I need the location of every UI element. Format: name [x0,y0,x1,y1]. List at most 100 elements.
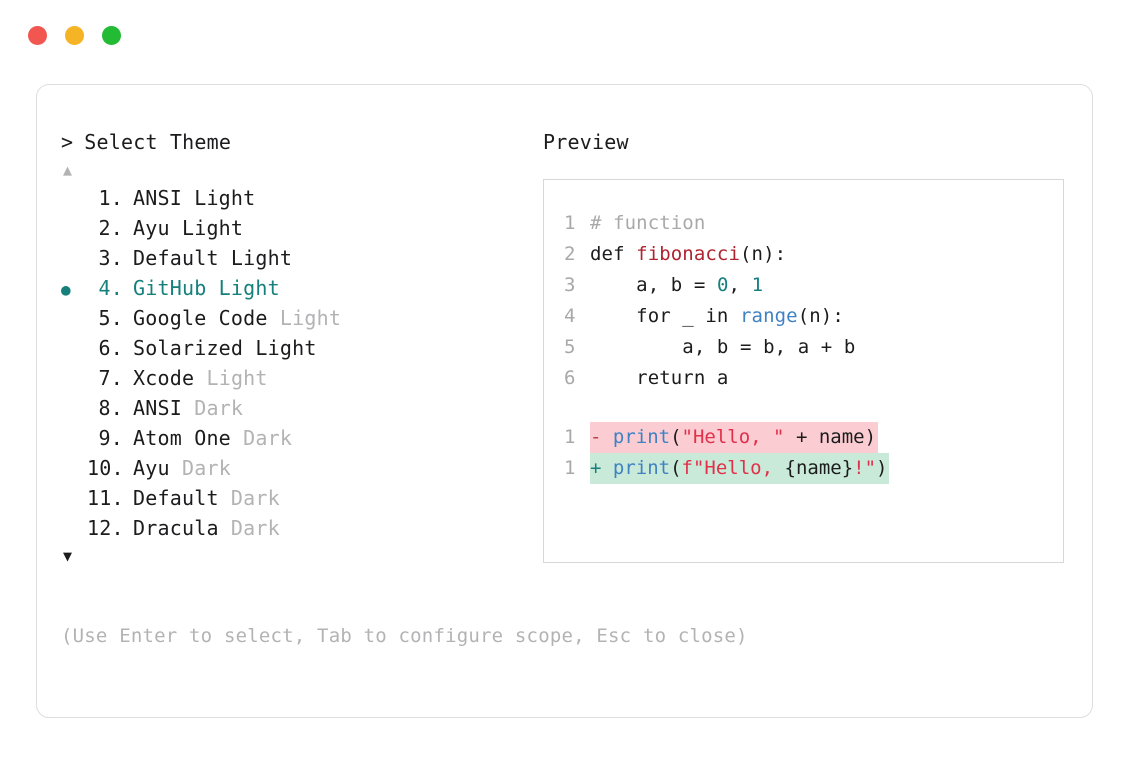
theme-list-item[interactable]: 10. Ayu Dark [61,453,531,483]
code-line: 4 for _ in range(n): [564,301,1063,332]
theme-list-item[interactable]: 7.Xcode Light [61,363,531,393]
theme-item-index: 12. [87,516,124,540]
code-token: , [728,274,752,296]
preview-title: Preview [543,130,629,154]
code-line-text: for _ in range(n): [590,301,844,332]
theme-item-name: ANSI [133,396,182,420]
code-token: (n): [740,243,787,265]
line-number: 4 [564,305,576,327]
code-line: 6 return a [564,363,1063,394]
code-line-text: # function [590,208,705,239]
code-line-text: a, b = 0, 1 [590,270,763,301]
theme-item-mode: Dark [218,486,280,510]
code-token: return a [590,367,729,389]
theme-list-item[interactable]: 6. Solarized Light [61,333,531,363]
theme-selector-pane: > Select Theme ▲ 1. ANSI Light 2.Ayu Light… [61,127,531,569]
code-token: a, b = b, a + b [590,336,856,358]
line-number: 1 [564,426,576,448]
prompt-header: > Select Theme [61,127,531,157]
theme-list-item[interactable]: 12. Dracula Dark [61,513,531,543]
theme-item-mode: Dark [169,456,231,480]
code-line-text: return a [590,363,728,394]
theme-item-index: 6. [98,336,123,360]
theme-item-name: Default [133,486,219,510]
code-token: (n): [797,305,844,327]
theme-item-mode: Dark [218,516,280,540]
theme-item-name: Ayu [133,456,170,480]
code-token: 1 [751,274,764,296]
diff-removed-line: 1 - print("Hello, " + name) [564,422,1063,453]
window-close-button[interactable] [28,25,47,45]
theme-list-item[interactable]: 2.Ayu Light [61,213,531,243]
theme-item-name: ANSI Light [133,186,256,210]
code-token: for _ in [590,305,741,327]
code-token: def [590,243,637,265]
theme-item-name: Xcode [133,366,195,390]
theme-item-name: Dracula [133,516,219,540]
theme-item-name: Ayu Light [133,216,244,240]
diff-marker: - [590,426,613,448]
scroll-down-arrow-icon[interactable]: ▼ [63,547,73,565]
theme-item-index: 11. [87,486,124,510]
theme-list-item[interactable]: 9.Atom One Dark [61,423,531,453]
code-token: # function [590,212,706,234]
window-maximize-button[interactable] [102,25,121,45]
diff-line-text: - print("Hello, " + name) [590,422,879,453]
window-titlebar [0,0,1129,70]
diff-marker: + [590,457,613,479]
theme-item-name: Solarized Light [133,336,317,360]
code-token: ( [670,426,682,448]
theme-list-item[interactable]: 1. ANSI Light [61,183,531,213]
diff-block: 1- print("Hello, " + name)1+ print(f"Hel… [564,422,1063,484]
code-token: fibonacci [636,243,741,265]
theme-list-item[interactable]: 3.Default Light [61,243,531,273]
theme-list-item[interactable]: ● 4. GitHub Light [61,273,531,303]
theme-picker-card: > Select Theme ▲ 1. ANSI Light 2.Ayu Light… [36,84,1093,718]
theme-list-item[interactable]: 11. Default Dark [61,483,531,513]
theme-item-index: 10. [87,456,124,480]
window-minimize-button[interactable] [65,25,84,45]
theme-item-name: GitHub Light [133,276,280,300]
code-token: "Hello, " [681,426,785,448]
code-diff-spacer [564,394,1063,422]
code-token: f"Hello, [681,457,785,479]
theme-item-index: 4. [98,276,123,300]
code-line: 1 # function [564,208,1063,239]
code-line-text: a, b = b, a + b [590,332,855,363]
code-token: ) [876,457,888,479]
line-number: 2 [564,243,576,265]
theme-item-mode: Light [267,306,342,330]
code-token: ( [670,457,682,479]
selected-bullet-icon: ● [61,280,71,299]
code-token: {name} [784,457,854,479]
line-number: 3 [564,274,576,296]
code-line-text: def fibonacci(n): [590,239,786,270]
code-line: 3 a, b = 0, 1 [564,270,1063,301]
theme-list-item[interactable]: 8.ANSI Dark [61,393,531,423]
theme-item-mode: Dark [230,426,293,450]
line-number: 6 [564,367,576,389]
code-line: 2 def fibonacci(n): [564,239,1063,270]
theme-item-name: Google Code [133,306,268,330]
code-token: !" [853,457,877,479]
theme-item-name: Atom One [133,426,231,450]
line-number: 1 [564,212,576,234]
code-token: print [612,457,671,479]
keyboard-hint-text: (Use Enter to select, Tab to configure s… [61,625,748,647]
code-token: print [612,426,671,448]
code-line: 5 a, b = b, a + b [564,332,1063,363]
theme-item-index: 7. [98,366,123,390]
line-number: 5 [564,336,576,358]
line-number: 1 [564,457,576,479]
theme-item-index: 1. [98,186,123,210]
theme-item-index: 5. [98,306,123,330]
code-token: 0 [716,274,729,296]
theme-list-item[interactable]: 5. Google Code Light [61,303,531,333]
scroll-up-arrow-icon[interactable]: ▲ [63,161,73,179]
code-token: a, b = [590,274,717,296]
